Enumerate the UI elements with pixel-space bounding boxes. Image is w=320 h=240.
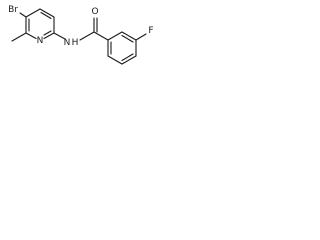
bond-b2-b3 xyxy=(121,31,137,41)
ring-nitrogen-label: N xyxy=(37,36,44,46)
bond-c2-methyl xyxy=(11,32,27,42)
chemical-structure-diagram: Br N N H O F xyxy=(8,5,154,65)
fluorine-label: F xyxy=(148,26,153,36)
bond-b4-b5 xyxy=(121,55,137,65)
bond-c4-c5-inner xyxy=(40,11,52,20)
bond-b1-b2 xyxy=(107,31,123,41)
oxygen-label: O xyxy=(91,7,98,17)
bond-c3-c4 xyxy=(25,8,41,18)
bond-b3-f xyxy=(135,33,147,41)
bond-c6-n1 xyxy=(43,32,55,40)
pyridine-ring xyxy=(25,8,55,40)
bond-c3-br xyxy=(19,12,27,18)
bond-c4-c5 xyxy=(39,8,55,18)
bond-c6-n1-inner xyxy=(43,30,52,36)
bond-nh-carbonyl xyxy=(79,31,95,41)
amide-nitrogen-label: N xyxy=(64,38,71,48)
amide-hydrogen-label: H xyxy=(72,38,79,48)
bond-c6-nh xyxy=(53,32,66,40)
bond-b5-b6 xyxy=(107,55,123,65)
bond-n1-c2 xyxy=(25,32,37,40)
bond-carbonyl-aryl xyxy=(93,31,109,41)
benzene-ring xyxy=(107,31,137,65)
bromine-label: Br xyxy=(8,5,18,15)
bond-b2-b3-inner xyxy=(121,34,134,43)
bond-b4-b5-inner xyxy=(121,53,134,62)
